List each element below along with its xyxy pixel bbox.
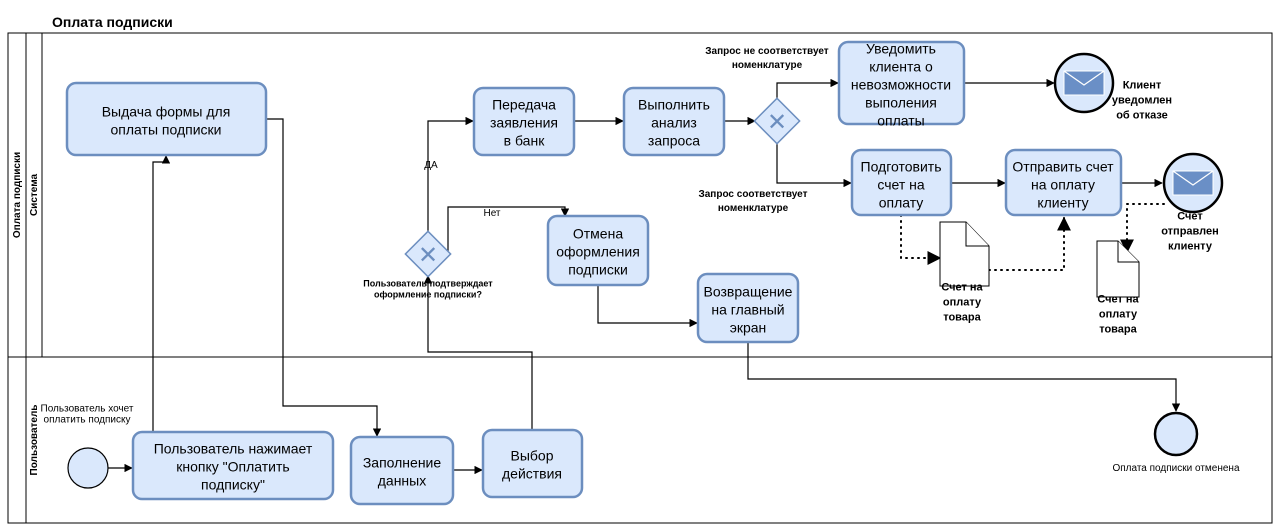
flow-line — [597, 285, 698, 328]
diagram-title: Оплата подписки — [52, 14, 173, 30]
envelope-icon — [1063, 70, 1105, 96]
pool-label: Оплата подписки — [12, 152, 23, 238]
flow-line — [423, 275, 533, 430]
flow-line — [747, 342, 1181, 412]
flow-line — [152, 155, 171, 432]
end-cancelled-label: Оплата подписки отменена — [1112, 463, 1239, 474]
gateway-nomenclature[interactable]: ✕ — [753, 97, 801, 145]
start-event[interactable] — [67, 447, 109, 489]
x-gateway-icon: ✕ — [767, 108, 787, 136]
document-icon — [939, 221, 990, 287]
flow-line — [447, 206, 570, 254]
flow-line — [776, 143, 852, 188]
flow-label-no: Нет — [483, 208, 500, 219]
document-icon — [1096, 240, 1140, 298]
flow-label-yes: ДА — [424, 160, 438, 171]
data-association-line — [988, 216, 1071, 271]
end-event-cancelled[interactable] — [1153, 411, 1199, 457]
lane-system-label: Система — [29, 174, 40, 217]
lane-user-label: Пользователь — [29, 405, 40, 476]
data-association-line — [900, 214, 942, 265]
end-event-refused[interactable] — [1053, 52, 1115, 114]
data-association-line — [1120, 203, 1165, 254]
end-event-invoice-sent[interactable] — [1162, 152, 1224, 214]
data-associations — [900, 203, 1165, 271]
x-gateway-icon: ✕ — [418, 241, 438, 269]
flow-line — [267, 118, 382, 437]
sequence-flows — [108, 78, 1181, 475]
gateway-confirm[interactable]: ✕ — [404, 230, 452, 278]
flow-line — [776, 78, 839, 99]
flow-line — [427, 116, 474, 232]
pool: Оплата подписки Система Пользователь — [7, 32, 1273, 524]
envelope-icon — [1172, 170, 1214, 196]
